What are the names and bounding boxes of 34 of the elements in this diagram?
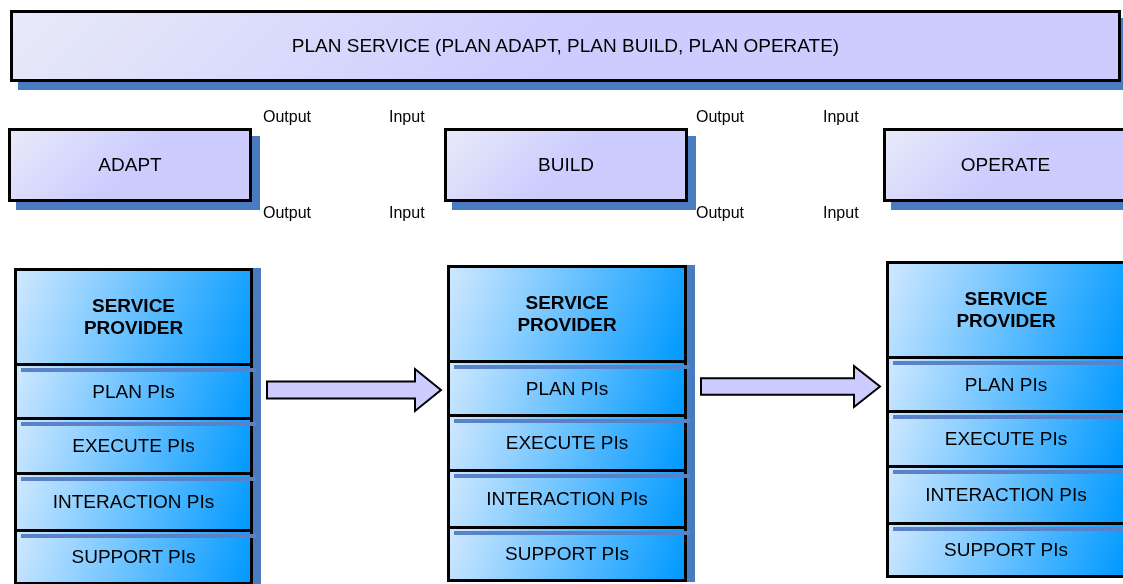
node-text: INTERACTION PIs [486, 488, 648, 510]
block-arrow [266, 366, 443, 414]
node-text: PLAN PIs [964, 373, 1048, 396]
node-text: SUPPORT PIs [944, 539, 1068, 561]
node-text: SERVICE PROVIDER [955, 288, 1057, 332]
block-arrow [700, 363, 882, 410]
node-text: SUPPORT PIs [71, 546, 196, 568]
indicator-box [886, 522, 1123, 578]
node-text: SUPPORT PIs [505, 543, 629, 565]
node-text: OPERATE [960, 154, 1051, 176]
node-text: EXECUTE PIs [944, 428, 1068, 450]
node-text: SERVICE PROVIDER [82, 295, 185, 339]
node-text: PLAN PIs [92, 380, 175, 403]
port-label: Input [823, 204, 859, 222]
port-label: Output [263, 108, 312, 126]
node-text: PLAN PIs [525, 377, 609, 400]
node-text: PLAN SERVICE (PLAN ADAPT, PLAN BUILD, PLAN OPERATE) [291, 35, 840, 57]
indicator-box [886, 465, 1123, 525]
indicator-box [886, 410, 1123, 468]
port-label: Input [389, 204, 425, 222]
port-label: Output [696, 108, 745, 126]
indicator-box [886, 356, 1123, 413]
port-label: Input [389, 108, 425, 126]
provider-box [886, 261, 1123, 359]
node-text: INTERACTION PIs [52, 491, 215, 513]
node-text: EXECUTE PIs [505, 432, 629, 454]
node-text: SERVICE PROVIDER [516, 292, 618, 336]
node-text: EXECUTE PIs [72, 435, 195, 457]
node-text: ADAPT [98, 154, 162, 176]
node-text: INTERACTION PIs [925, 484, 1087, 506]
port-label: Output [263, 204, 312, 222]
port-label: Output [696, 204, 745, 222]
port-label: Input [823, 108, 859, 126]
node-text: BUILD [538, 154, 594, 176]
